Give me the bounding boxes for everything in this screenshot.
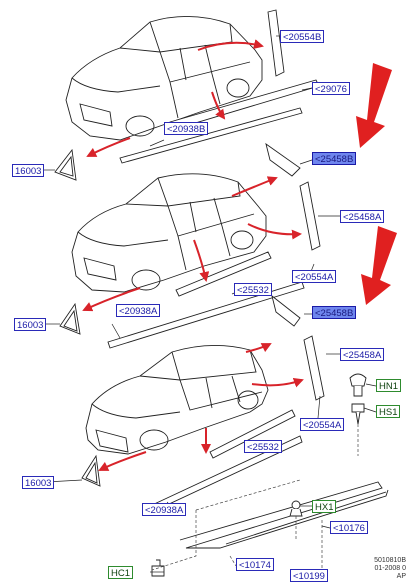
callout-25532-bottom[interactable]: <25532 [244,440,282,453]
reference-lines [151,424,359,572]
callout-25458b-highlighted-top[interactable]: <25458B [312,152,357,165]
diagram-code: 5010810B [374,557,406,564]
pointer-arrows [356,63,397,305]
callout-29076[interactable]: <29076 [312,82,350,95]
callout-20938a-top[interactable]: <20938A [116,304,161,317]
diagram-date: 01-2008 0 [374,565,406,572]
hatchback-car-bottom [85,345,269,455]
callout-hn1[interactable]: HN1 [376,379,402,392]
fastener-parts [151,373,367,577]
callout-hs1[interactable]: HS1 [376,405,401,418]
callout-25458a-bottom[interactable]: <25458A [340,348,385,361]
callout-hc1[interactable]: HC1 [108,566,134,579]
callout-16003-middle[interactable]: 16003 [14,318,47,331]
callout-10174[interactable]: <10174 [236,558,274,571]
car1-parts [54,9,320,181]
car3-parts [81,294,389,549]
car2-parts [59,142,321,349]
callout-16003-bottom[interactable]: 16003 [22,476,55,489]
sedan-car-middle [71,173,267,293]
sedan-car-top [65,16,263,141]
callout-20554b[interactable]: <20554B [280,30,325,43]
callout-10176[interactable]: <10176 [330,521,368,534]
red-leader-arrows [82,39,304,471]
callout-20938b[interactable]: <20938B [164,122,209,135]
callout-16003-top[interactable]: 16003 [12,164,45,177]
callout-25458b-highlighted-bottom[interactable]: <25458B [312,306,357,319]
diagram-region: AP [396,573,406,580]
callout-20938a-bottom[interactable]: <20938A [142,503,187,516]
callout-25532-top[interactable]: <25532 [234,283,272,296]
diagram-footer: 5010810B 01-2008 0 AP [374,557,406,581]
callout-10199[interactable]: <10199 [290,569,328,582]
callout-20554a-bottom[interactable]: <20554A [300,418,345,431]
callout-20554a-top[interactable]: <20554A [292,270,337,283]
callout-25458a-top[interactable]: <25458A [340,210,385,223]
callout-hx1[interactable]: HX1 [312,500,337,513]
